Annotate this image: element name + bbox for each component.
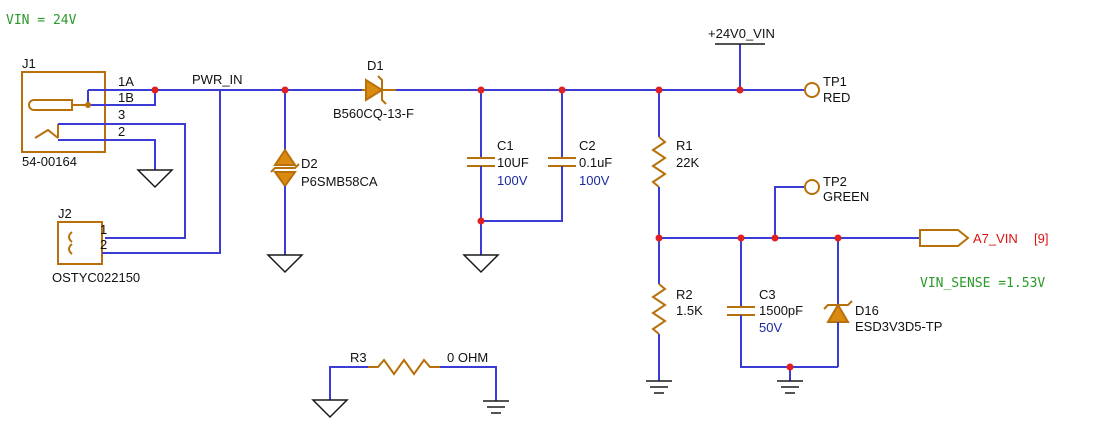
junction-dot bbox=[655, 234, 663, 242]
r3-value: 0 OHM bbox=[447, 350, 488, 365]
junction-dots bbox=[151, 86, 842, 371]
d16-ref: D16 bbox=[855, 303, 879, 318]
d1-ref: D1 bbox=[367, 58, 384, 73]
pwr-in-label: PWR_IN bbox=[192, 72, 243, 87]
junction-dot bbox=[655, 86, 663, 94]
c2-value: 0.1uF bbox=[579, 155, 612, 170]
d1-triangle bbox=[365, 78, 384, 102]
tp1-color: RED bbox=[823, 90, 850, 105]
earth-ground-c3-icon bbox=[777, 380, 803, 394]
j2-pin-1: 1 bbox=[100, 222, 107, 237]
j2-part: OSTYC022150 bbox=[52, 270, 140, 285]
j1-part: 54-00164 bbox=[22, 154, 77, 169]
j2-pin-2: 2 bbox=[100, 237, 107, 252]
junction-dot bbox=[558, 86, 566, 94]
c1-voltage: 100V bbox=[497, 173, 528, 188]
j1-pin-3: 3 bbox=[118, 107, 125, 122]
j1-pin2-wire bbox=[58, 139, 156, 170]
tp1-ref: TP1 bbox=[823, 74, 847, 89]
r3-right-wire bbox=[440, 366, 497, 401]
c3-bottom-wire bbox=[740, 315, 838, 368]
j1-spring bbox=[34, 128, 59, 139]
c2-voltage: 100V bbox=[579, 173, 610, 188]
c3-ref: C3 bbox=[759, 287, 776, 302]
j2-pin2-shape bbox=[68, 243, 73, 255]
tp2-wire bbox=[774, 186, 804, 238]
d2-tri-down bbox=[273, 171, 297, 188]
d16-triangle bbox=[826, 303, 850, 323]
junction-dot bbox=[786, 363, 794, 371]
d2-tri-up bbox=[273, 148, 297, 166]
a7-vin-connector bbox=[919, 229, 970, 247]
r2-value: 1.5K bbox=[676, 303, 703, 318]
junction-dot bbox=[736, 86, 744, 94]
j1-body bbox=[21, 71, 106, 153]
tp2-color: GREEN bbox=[823, 189, 869, 204]
r2-ref: R2 bbox=[676, 287, 693, 302]
r1-value: 22K bbox=[676, 155, 699, 170]
ground-r3-icon bbox=[311, 399, 349, 419]
c2-bottom-wire bbox=[481, 166, 563, 222]
d2-bar bbox=[270, 163, 300, 173]
net-24v-label: +24V0_VIN bbox=[708, 26, 775, 41]
ground-c1-icon bbox=[462, 254, 500, 274]
a7-vin-ref: [9] bbox=[1034, 231, 1048, 246]
junction-dot bbox=[737, 234, 745, 242]
j1-pin1b-wire bbox=[88, 90, 156, 106]
junction-dot bbox=[477, 217, 485, 225]
c3-value: 1500pF bbox=[759, 303, 803, 318]
a7-vin-net: A7_VIN bbox=[973, 231, 1018, 246]
j2-pin2-wire bbox=[102, 90, 221, 254]
j1-pin-1b: 1B bbox=[118, 90, 134, 105]
vin-note: VIN = 24V bbox=[6, 13, 77, 28]
r3-left-wire bbox=[329, 366, 368, 400]
ground-j1-icon bbox=[136, 169, 174, 189]
c1-value: 10UF bbox=[497, 155, 529, 170]
r2-zigzag bbox=[651, 283, 667, 335]
earth-ground-r3-icon bbox=[483, 400, 509, 414]
d2-part: P6SMB58CA bbox=[301, 174, 378, 189]
junction-dot bbox=[151, 86, 159, 94]
earth-ground-r2-icon bbox=[646, 380, 672, 394]
j2-ref: J2 bbox=[58, 206, 72, 221]
j2-body bbox=[57, 221, 103, 265]
tp2-circle bbox=[804, 179, 820, 195]
d1-part: B560CQ-13-F bbox=[333, 106, 414, 121]
junction-dot bbox=[477, 86, 485, 94]
d16-part: ESD3V3D5-TP bbox=[855, 319, 942, 334]
r1-ref: R1 bbox=[676, 138, 693, 153]
j1-pin3-wire bbox=[58, 123, 186, 239]
j1-connector bbox=[21, 71, 106, 153]
c1-ref: C1 bbox=[497, 138, 514, 153]
j1-node bbox=[85, 102, 91, 108]
j2-pin1-shape bbox=[68, 231, 73, 243]
d2-ref: D2 bbox=[301, 156, 318, 171]
c3-voltage: 50V bbox=[759, 320, 782, 335]
j1-pin-1a: 1A bbox=[118, 74, 134, 89]
r1-zigzag bbox=[651, 136, 667, 188]
j1-pin-2: 2 bbox=[118, 124, 125, 139]
c2-ref: C2 bbox=[579, 138, 596, 153]
ground-d2-icon bbox=[266, 254, 304, 274]
junction-dot bbox=[281, 86, 289, 94]
r3-ref: R3 bbox=[350, 350, 367, 365]
junction-dot bbox=[771, 234, 779, 242]
r3-zigzag bbox=[368, 358, 440, 376]
vin-sense-note: VIN_SENSE =1.53V bbox=[920, 276, 1045, 291]
j1-barrel bbox=[28, 99, 73, 111]
tp2-ref: TP2 bbox=[823, 174, 847, 189]
junction-dot bbox=[834, 234, 842, 242]
tp1-circle bbox=[804, 82, 820, 98]
j1-ref: J1 bbox=[22, 56, 36, 71]
